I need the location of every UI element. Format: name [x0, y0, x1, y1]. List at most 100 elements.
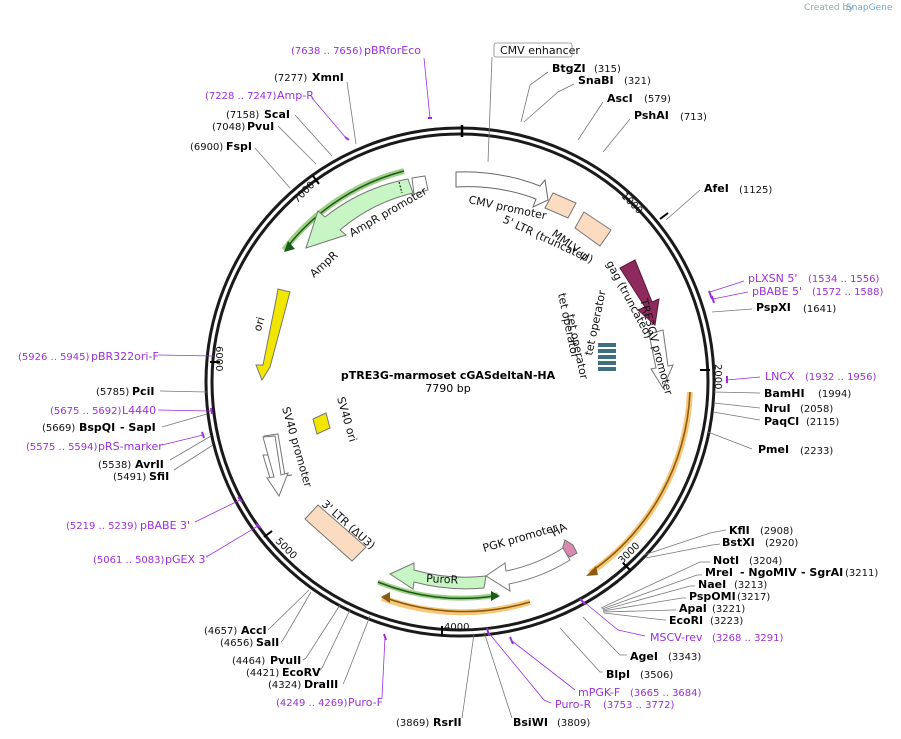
primer-mscv-rev[interactable]: MSCV-rev — [650, 631, 703, 644]
enzyme-pvui[interactable]: PvuI — [247, 120, 274, 133]
primer-ampr[interactable]: Amp-R — [277, 89, 314, 102]
enzyme-paqci-pos: (2115) — [806, 417, 839, 428]
enzyme-acci[interactable]: AccI — [241, 624, 267, 637]
prs-marker-leader — [161, 434, 204, 446]
primer-puror[interactable]: Puro-R — [555, 698, 592, 711]
enzyme-afei[interactable]: AfeI — [704, 182, 729, 195]
primer-pbrforeco-range: (7638 .. 7656) — [291, 46, 363, 57]
enzyme-ngomiv[interactable]: - NgoMIV — [740, 566, 797, 579]
enzyme-sgrai[interactable]: - SgrAI — [801, 566, 843, 579]
acci-leader — [267, 589, 310, 631]
enzyme-pshai[interactable]: PshAI — [634, 109, 669, 122]
enzyme-xmni[interactable]: XmnI — [312, 71, 344, 84]
sv40-ori-box — [312, 412, 331, 435]
enzyme-pmei[interactable]: PmeI — [758, 443, 789, 456]
enzyme-naei[interactable]: NaeI — [698, 578, 726, 591]
enzyme-btgzi[interactable]: BtgZI — [552, 62, 586, 75]
bamhi-leader — [713, 391, 761, 394]
enzyme-avrii[interactable]: AvrII — [135, 458, 164, 471]
primer-mscv-rev-range: (3268 .. 3291) — [712, 633, 784, 644]
enzyme-rsrii-pos: (3869) — [396, 718, 429, 729]
enzyme-sfii-pos: (5491) — [113, 472, 146, 483]
pbabe3-leader — [194, 499, 241, 523]
tick-label-6000: 6000 — [213, 346, 224, 371]
puror-arrow — [388, 562, 487, 590]
plxsn-leader — [709, 280, 745, 293]
primer-pbabe3-range: (5219 .. 5239) — [66, 521, 138, 532]
pbabe5-leader — [712, 291, 749, 300]
enzyme-snabi[interactable]: SnaBI — [578, 74, 614, 87]
enzyme-sfii[interactable]: SfiI — [149, 470, 169, 483]
enzyme-fspi[interactable]: FspI — [226, 140, 252, 153]
enzyme-kfli[interactable]: KflI — [729, 524, 750, 537]
enzyme-mrei[interactable]: MreI — [705, 566, 733, 579]
tre3gv-promoter-arrow — [648, 329, 674, 390]
enzyme-bamhi[interactable]: BamHI — [764, 387, 805, 400]
purof-leader — [381, 636, 386, 699]
ampr-arrow — [305, 178, 414, 249]
primer-pbabe3[interactable]: pBABE 3' — [140, 519, 190, 532]
primer-pbrforeco[interactable]: pBRforEco — [364, 44, 421, 57]
primer-pbr322ori-f[interactable]: pBR322ori-F — [91, 350, 159, 363]
draiii-leader — [342, 615, 371, 685]
primer-plxsn[interactable]: pLXSN 5' — [748, 272, 797, 285]
enzyme-bspqi-pos: (5669) — [42, 423, 75, 434]
l4440-leader — [157, 409, 212, 412]
backbone-inner-ring — [210, 132, 710, 632]
ampr-dotted-divider — [398, 181, 403, 194]
enzyme-rsrii[interactable]: RsrII — [433, 716, 462, 729]
enzyme-scai[interactable]: ScaI — [264, 108, 290, 121]
pvui-leader — [277, 125, 317, 165]
enzyme-ecorv[interactable]: EcoRV — [282, 666, 321, 679]
primer-mpgkf[interactable]: mPGK-F — [578, 686, 620, 699]
enzyme-pspxi-pos: (1641) — [803, 304, 836, 315]
enzyme-bstxi[interactable]: BstXI — [722, 536, 755, 549]
primer-pbabe5[interactable]: pBABE 5' — [752, 285, 802, 298]
enzyme-blpi[interactable]: BlpI — [606, 668, 630, 681]
mscv-leader — [583, 601, 646, 637]
naei-leader — [602, 585, 695, 611]
btgzi-leader — [520, 71, 549, 123]
primer-l4440[interactable]: L4440 — [122, 404, 156, 417]
mpgkf-mark — [509, 636, 514, 645]
enzyme-apai[interactable]: ApaI — [679, 602, 707, 615]
sfii-leader — [173, 444, 214, 471]
enzyme-pspomi[interactable]: PspOMI — [689, 590, 736, 603]
mrei-leader — [601, 574, 702, 610]
enzyme-bspqi[interactable]: BspQI — [79, 421, 115, 434]
primer-prs-marker[interactable]: pRS-marker — [98, 440, 163, 453]
enzyme-pmei-pos: (2233) — [800, 446, 833, 457]
rsrii-leader — [461, 633, 475, 719]
enzyme-sali-pos: (4656) — [220, 638, 253, 649]
primer-purof[interactable]: Puro-F — [348, 696, 383, 709]
enzyme-agei[interactable]: AgeI — [630, 650, 658, 663]
enzyme-pcii[interactable]: PciI — [132, 385, 154, 398]
primer-lncx[interactable]: LNCX — [765, 370, 795, 383]
enzyme-asci[interactable]: AscI — [607, 92, 633, 105]
enzyme-draiii[interactable]: DraIII — [304, 678, 338, 691]
enzyme-sali[interactable]: SalI — [256, 636, 279, 649]
enzyme-pvuii[interactable]: PvuII — [270, 654, 301, 667]
enzyme-apai-pos: (3221) — [712, 604, 745, 615]
enzyme-paqci[interactable]: PaqCI — [764, 415, 799, 428]
agei-leader — [582, 616, 627, 656]
enzyme-pspxi[interactable]: PspXI — [756, 301, 791, 314]
scai-leader — [294, 114, 333, 157]
ltr5-box — [544, 192, 577, 219]
primer-pgex3[interactable]: pGEX 3' — [165, 553, 209, 566]
avrii-leader — [169, 435, 212, 461]
enzyme-bsiwi[interactable]: BsiWI — [513, 716, 548, 729]
enzyme-snabi-pos: (321) — [624, 76, 651, 87]
pgk-promoter-label: PGK promoter — [481, 521, 559, 555]
enzyme-nrui[interactable]: NruI — [764, 402, 791, 415]
cmv-enhancer-leader — [487, 56, 493, 163]
lncx-leader — [726, 376, 761, 381]
enzyme-sapi[interactable]: - SapI — [120, 421, 156, 434]
enzyme-pcii-pos: (5785) — [96, 387, 129, 398]
ecorv-leader — [319, 609, 351, 671]
enzyme-noti[interactable]: NotI — [713, 554, 739, 567]
ampr-promoter-arrow — [411, 175, 429, 195]
pmei-leader — [707, 431, 753, 450]
enzyme-ecori[interactable]: EcoRI — [669, 614, 703, 627]
plasmid-length: 7790 bp — [425, 382, 470, 395]
